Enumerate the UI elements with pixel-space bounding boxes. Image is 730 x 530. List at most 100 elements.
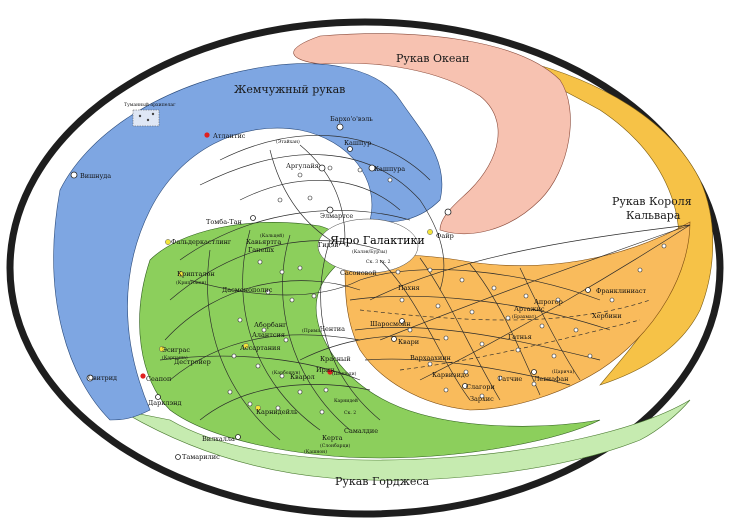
yellow-star-fall [165,239,171,245]
core-sub-bottom: Ск. 3 гх. 2 [366,259,391,265]
node-tomba [250,215,256,221]
label-karboshun: (Карбошун) [272,369,301,376]
label-sasonova: Сасоновой [340,269,377,277]
label-elmartse: Элмартсе [320,212,353,220]
label-aprogor: Апрогор [534,298,563,306]
label-sk2: Ск. 2 [344,410,356,416]
node-svitrid [86,374,94,382]
label-slonbartsi: (Слонбарци) [320,442,351,449]
label-sharosmoyn: Шаросмойн [370,320,411,328]
node-frankliniast [585,287,591,293]
label-slagori: Слагори [466,383,495,391]
node-elmartse [326,206,334,214]
label-leviafan: Левиафан [534,375,568,383]
red-star-irin [327,369,333,375]
yellow-star-fayr [427,229,433,235]
yellow-star-asartania [243,343,249,349]
label-kashnon: (Кашнон) [304,448,327,455]
label-tamarini: Тамарилис [182,453,220,461]
node-tamarini [175,454,181,460]
label-brahmat: (Брахмат) [512,313,536,320]
red-star-atlantis [204,132,210,138]
yellow-star-esigras [159,346,165,352]
arm-label-kalvar-1: Рукав Короля [612,195,692,208]
label-prima: (Прима) [302,327,322,334]
label-kalitsey: (Кальцей) [260,232,284,239]
node-kashpur [347,146,353,152]
label-varfakhiin: Вархаахиин [410,354,451,362]
label-daroland: Дарклэнд [148,399,182,407]
star-markers [140,132,433,411]
core-label: Ядро Галактики [330,234,425,247]
yellow-star-kriptalon [178,271,184,277]
label-kriptonen: (Криптонен) [176,279,207,286]
label-fayr: Файр [436,232,454,240]
label-karvtsida: Карвизидо [432,371,469,379]
gorges-arm-outer [119,399,691,481]
node-daroland [155,394,161,400]
label-etaixan: (Этайхан) [276,138,300,145]
arm-label-kalvar-2: Кальвара [626,209,681,222]
arm-label-pearl: Жемчужный рукав [234,83,345,96]
label-asartania: Ассартания [240,344,280,352]
label-vilkhallo: Вилхалла [202,435,235,443]
label-dasmonopolis: Дасмонополис [222,286,273,294]
galactic-core [317,218,419,274]
label-krasny: Красный [320,355,351,363]
label-sheshodi: (Шешоди) [332,370,357,377]
label-ganesha: Ганешх [248,246,274,254]
label-destroyer: Дестройер [174,358,211,366]
arm-label-gorges: Рукав Горджеса [335,475,430,488]
node-slagori [462,383,468,389]
label-artachis: Артажис [514,305,545,313]
node-kashpura [368,164,376,172]
label-atlantis: Атлантис [213,132,246,140]
label-barhova: Бархо'о'вэль [330,115,373,123]
label-herbini: Хербини [592,312,622,320]
label-svitrid: Свитрид [88,374,117,382]
node-leviafan [531,369,537,375]
core-sub-top: (Калэн/Бурзы) [352,248,387,255]
yellow-star-karnidel [255,405,261,411]
ocean-arm [293,33,571,235]
label-kashpura: Кашпура [374,165,405,173]
node-kvari [391,336,397,342]
label-kashpur: Кашпур [344,139,371,147]
node-sharosmoyn [399,318,405,324]
label-samaldi: Самалдие [344,427,378,435]
label-chenta: Чентиа [320,325,345,333]
label-fallkerkastling: Фальдеркастлинг [171,238,232,246]
node-vilkhallo [235,434,241,440]
label-alantsia: Алантсия [252,331,285,339]
label-esigras: Эсиграс [162,346,190,354]
label-gatchie: Гатчие [498,375,522,383]
kalvar-arm-systems: Файр Сасоновой Франклиниаст Апрогор Арта… [340,208,646,403]
pearl-arm [53,63,443,421]
label-kriptalon: Крипталон [177,270,215,278]
label-tomba: Томба-Тан [206,218,242,226]
gorges-arm-systems: Томба-Тан Фальдеркастлинг (Кальцей) Кавь… [146,215,378,461]
red-star-seapop [140,373,146,379]
label-karnidi: Карнидей [334,398,358,404]
label-kvari: Квари [398,338,419,346]
arm-label-ocean: Рукав Океан [396,52,469,65]
node-argulaya [318,164,326,172]
node-fayr [444,208,452,216]
node-vishnuda [70,171,78,179]
label-tumanny: Туманный архипелаг [124,102,176,108]
label-karnidel: Карнидейль [256,408,298,416]
label-gatnya: Гатнья [508,333,532,341]
label-kerta: Керта [322,434,343,442]
label-frankliniast: Франклиниаст [596,287,646,295]
label-karpasha: (Карпаша) [162,354,188,361]
foggy-archipelago-icon [132,109,160,127]
label-vishnuda: Вишнуда [80,172,111,180]
label-tsaricha: (Царича) [552,368,574,375]
label-zarhis: Зархис [470,395,494,403]
label-irin: Ирин [316,366,335,374]
label-gidgey: Гидэй [318,241,339,249]
pearl-arm-systems: Туманный архипелаг Атлантис Вишнуда Барх… [70,102,405,382]
label-aborbang: Аборбанг [254,321,287,329]
label-pakhnya: Пахня [398,284,420,292]
